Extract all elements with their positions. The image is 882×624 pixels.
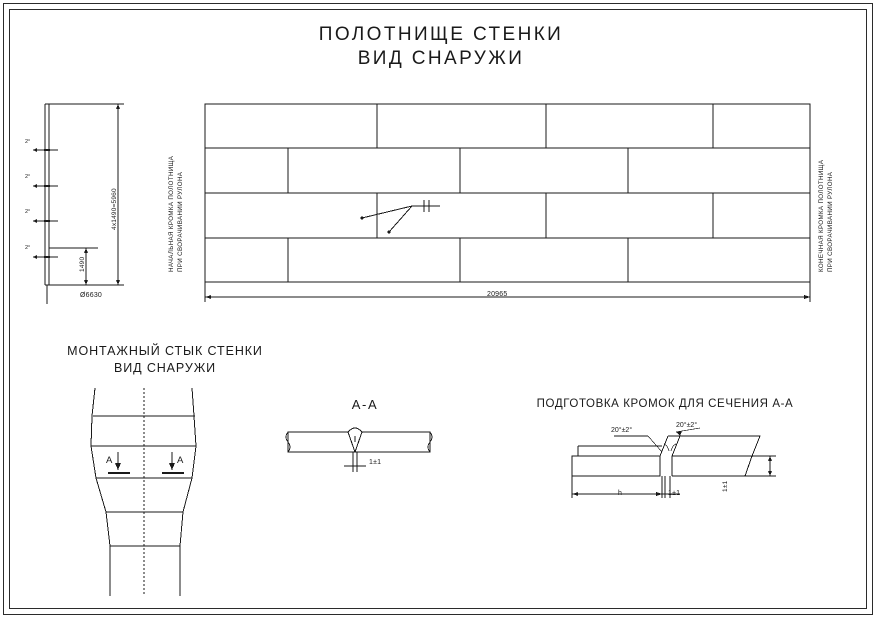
section-aa-title: А-А xyxy=(351,397,379,412)
edge-prep-angle-right: 20°±2° xyxy=(676,422,698,429)
joint-section-arrows xyxy=(108,452,184,475)
page-title-line1: ПОЛОТНИЩЕ СТЕНКИ xyxy=(318,24,564,45)
joint-section-mark-right: A xyxy=(177,455,184,466)
page-title-line2: ВИД СНАРУЖИ xyxy=(357,48,525,69)
joint-title-line1: МОНТАЖНЫЙ СТЫК СТЕНКИ xyxy=(67,344,263,358)
edge-prep-title: ПОДГОТОВКА КРОМОК ДЛЯ СЕЧЕНИЯ А-А xyxy=(536,398,794,410)
elevation-width-dim: 20965 xyxy=(487,291,508,298)
sheet-border-outer xyxy=(3,3,873,615)
section-aa-detail xyxy=(285,427,433,472)
angle-mark-2: 2° xyxy=(25,174,31,180)
angle-mark-3: 2° xyxy=(25,209,31,215)
section-aa-gap-dim: 1±1 xyxy=(369,459,382,466)
weld-symbol-leader xyxy=(360,200,440,234)
edge-prep-angle-left: 20°±2° xyxy=(611,427,633,434)
edge-prep-detail xyxy=(571,427,776,498)
shell-width-dimension xyxy=(204,282,811,302)
angle-mark-4: 2° xyxy=(25,245,31,251)
montage-joint-view xyxy=(90,387,197,596)
elevation-height-dimension xyxy=(49,103,124,286)
shell-development-panel xyxy=(204,103,811,283)
edge-prep-root-gap: 1±1 xyxy=(668,490,681,497)
edge-prep-thickness-label: h xyxy=(618,490,623,497)
angle-mark-1: 2° xyxy=(25,139,31,145)
elevation-diameter-dim: Ø6630 xyxy=(80,292,103,299)
elevation-course-dimension xyxy=(49,247,98,285)
joint-section-mark-left: A xyxy=(106,455,113,466)
joint-title-line2: ВИД СНАРУЖИ xyxy=(113,361,217,375)
elevation-left-section xyxy=(44,103,50,286)
sheet-border-inner xyxy=(9,9,867,609)
elevation-angle-leaders xyxy=(33,148,58,259)
